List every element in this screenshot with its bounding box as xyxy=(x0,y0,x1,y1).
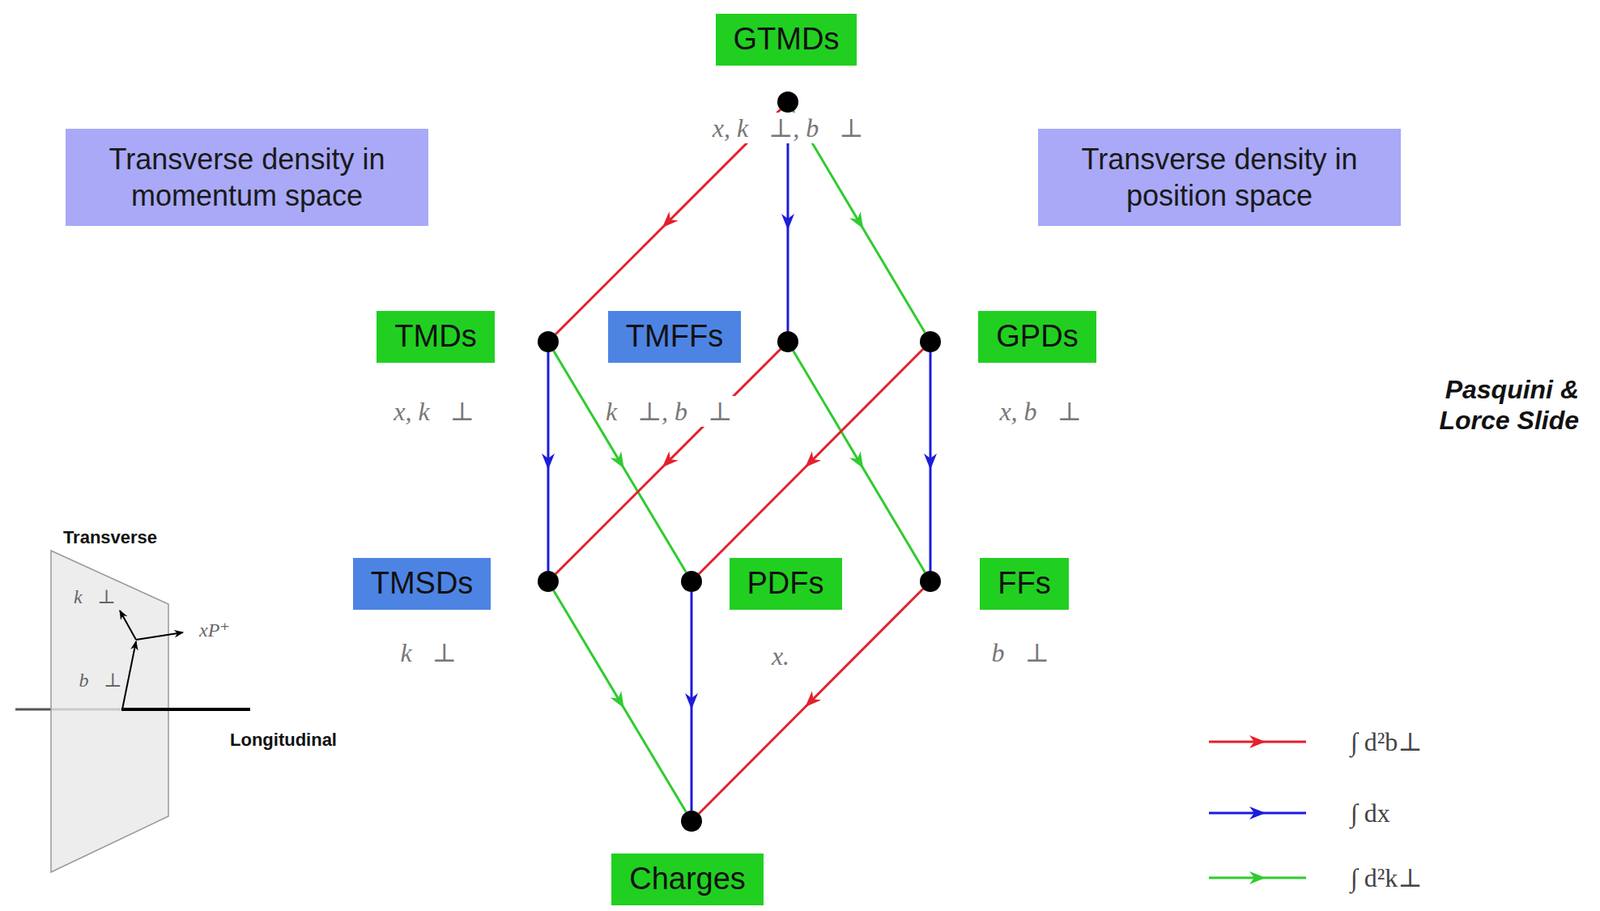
variable-list: x, k⃗⊥ xyxy=(390,395,477,427)
variable-list: x. xyxy=(768,640,793,672)
graph-node: FFsb⃗⊥ xyxy=(919,570,941,592)
name-tag: PDFs xyxy=(729,557,843,610)
figure-label: xP⁺ xyxy=(199,618,230,642)
band-text: Transverse density in position space xyxy=(1049,140,1390,214)
integration-arrow xyxy=(698,588,924,814)
name-tag: TMSDs xyxy=(353,557,492,610)
longitudinal-axis xyxy=(121,707,251,711)
graph-node: GTMDsx, k⃗⊥, b⃗⊥ xyxy=(777,91,799,113)
integration-arrow xyxy=(929,352,932,571)
figure-label: k⃗⊥ xyxy=(73,585,116,609)
variable-list: k⃗⊥ xyxy=(396,637,460,669)
integration-arrow xyxy=(555,348,781,575)
graph-node: GPDsx, b⃗⊥ xyxy=(919,331,941,353)
legend-sample xyxy=(1208,812,1307,815)
band-text: Transverse density in momentum space xyxy=(76,140,418,214)
graph-node: TMSDsk⃗⊥ xyxy=(537,570,559,592)
note-band: Transverse density in position space xyxy=(1038,128,1401,226)
legend-text: ∫ d²b⊥ xyxy=(1350,726,1422,758)
transverse-plane xyxy=(51,550,169,873)
note-band: Transverse density in momentum space xyxy=(65,128,429,226)
variable-list: k⃗⊥, b⃗⊥ xyxy=(602,395,736,427)
figure-label: b⃗⊥ xyxy=(78,668,122,692)
name-tag: TMDs xyxy=(376,310,494,363)
integration-arrow xyxy=(553,350,687,573)
integration-arrow xyxy=(547,352,550,571)
graph-node: Charges xyxy=(680,810,703,832)
variable-list: x, k⃗⊥, b⃗⊥ xyxy=(709,112,867,144)
legend-sample xyxy=(1208,740,1307,744)
integration-arrow xyxy=(793,350,926,573)
position-vector xyxy=(122,641,137,710)
credit-note: Pasquini & Lorce Slide xyxy=(1376,374,1579,437)
integration-arrow xyxy=(787,112,790,332)
legend-text: ∫ dx xyxy=(1350,798,1391,829)
name-tag: GPDs xyxy=(978,310,1096,363)
name-tag: GTMDs xyxy=(715,13,858,66)
integration-arrow xyxy=(793,110,926,333)
legend-text: ∫ d²k⊥ xyxy=(1350,862,1422,894)
name-tag: TMFFs xyxy=(608,310,741,363)
longitudinal-vector xyxy=(136,632,183,640)
figure-label: Transverse xyxy=(63,527,158,549)
variable-list: b⃗⊥ xyxy=(988,637,1053,669)
figure-label: Longitudinal xyxy=(229,729,337,751)
graph-node: PDFsx. xyxy=(680,570,703,592)
integration-arrow xyxy=(698,348,924,575)
variable-list: x, b⃗⊥ xyxy=(995,395,1085,427)
name-tag: FFs xyxy=(979,557,1069,610)
momentum-vector xyxy=(119,610,137,640)
integration-arrow xyxy=(690,591,694,811)
graph-node: TMFFsk⃗⊥, b⃗⊥ xyxy=(777,331,799,353)
name-tag: Charges xyxy=(611,853,764,906)
integration-arrow xyxy=(553,590,687,813)
legend-sample xyxy=(1208,876,1307,880)
graph-node: TMDsx, k⃗⊥ xyxy=(537,331,559,353)
